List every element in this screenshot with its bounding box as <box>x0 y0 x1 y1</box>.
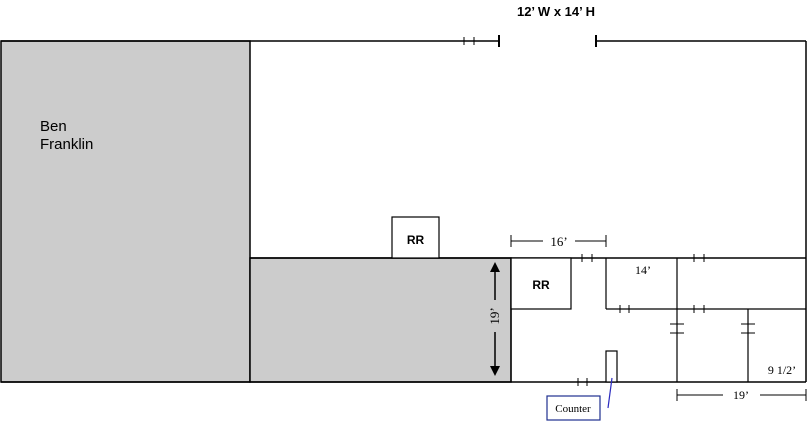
ben-franklin-area <box>0 40 251 383</box>
door-opening-marks <box>463 35 597 47</box>
dimension-16-label: 16’ <box>550 234 567 249</box>
dimension-14-label: 14’ <box>635 263 651 277</box>
counter-label: Counter <box>555 403 591 415</box>
dimension-16 <box>510 235 607 247</box>
shaded-lower-area <box>249 257 512 383</box>
ben-franklin-line1: Ben <box>40 118 67 135</box>
door-size-label: 12’ W x 14’ H <box>517 4 595 19</box>
restroom-upper-label: RR <box>407 233 425 247</box>
counter-box <box>605 350 618 383</box>
restroom-lower-label: RR <box>532 278 550 292</box>
counter-callout-box <box>546 395 601 421</box>
dimension-19-bottom <box>676 389 807 401</box>
counter-callout-line <box>607 377 613 409</box>
dimension-19-vertical-label: 19’ <box>487 307 502 324</box>
interior-walls <box>510 257 806 382</box>
dimension-19-bottom-label: 19’ <box>733 388 749 402</box>
dimension-19-vertical <box>490 262 500 376</box>
interior-door-marks <box>577 254 755 386</box>
dimension-9-5-label: 9 1/2’ <box>768 363 796 377</box>
ben-franklin-line2: Franklin <box>40 136 93 153</box>
restroom-upper-box <box>391 216 440 259</box>
